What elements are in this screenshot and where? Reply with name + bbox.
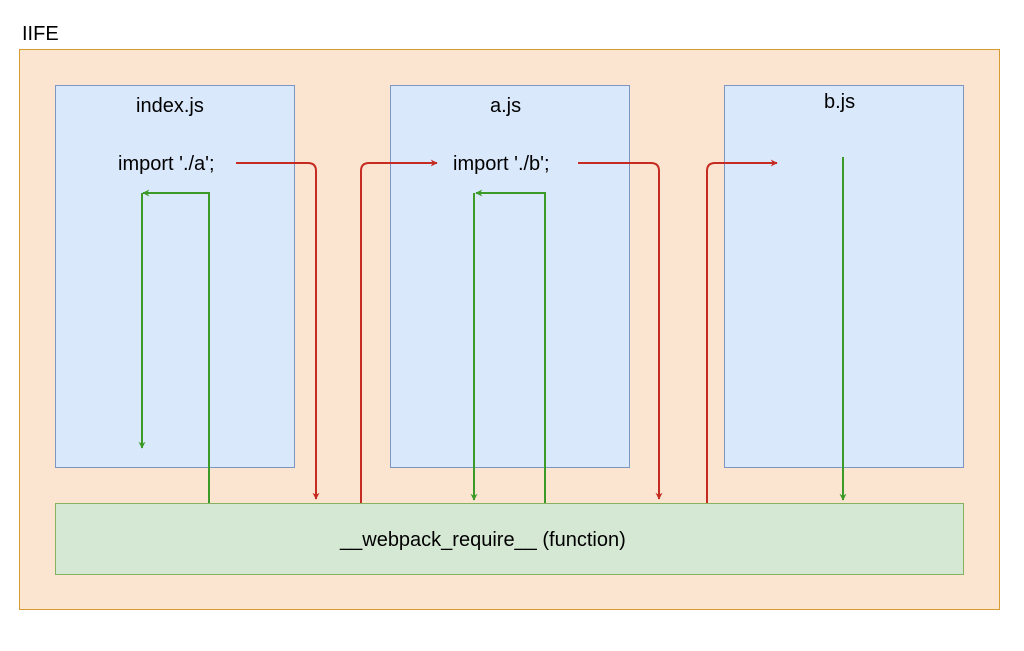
- webpack-require-label: __webpack_require__ (function): [340, 529, 626, 551]
- module-index-js: [55, 85, 295, 468]
- import-statement-index: import './a';: [118, 153, 215, 175]
- webpack-require-function: [55, 503, 964, 575]
- iife-label: IIFE: [22, 23, 59, 45]
- module-a-js: [390, 85, 630, 468]
- module-title-b: b.js: [824, 91, 856, 113]
- import-statement-a: import './b';: [453, 153, 550, 175]
- module-title-index: index.js: [136, 95, 204, 117]
- module-b-js: [724, 85, 964, 468]
- module-title-a: a.js: [490, 95, 522, 117]
